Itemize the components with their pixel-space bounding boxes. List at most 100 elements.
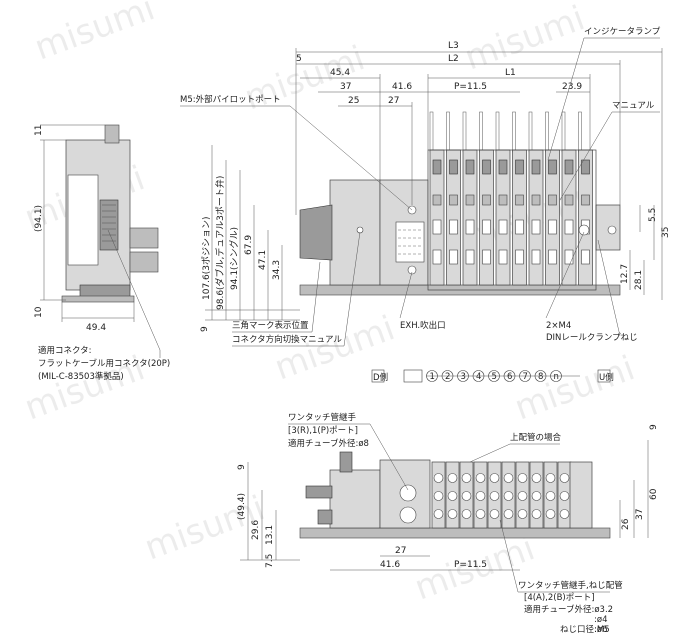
lamp-wire: [545, 111, 549, 153]
dim-45-4: 45.4: [330, 68, 350, 78]
fitting-c: [475, 509, 486, 519]
fitting-c: [461, 509, 472, 519]
station-number: 3: [461, 372, 466, 382]
bottom-station: [515, 461, 530, 529]
callout-bottom-thread: ねじ口径:M5: [560, 624, 610, 634]
dim-94-1-single: 94.1(シングル): [228, 227, 240, 290]
callout-mount-hole: 2×M4: [546, 321, 571, 331]
valve-port: [531, 249, 541, 265]
lamp-wire: [429, 111, 434, 153]
bottom-end-plate: [569, 461, 593, 529]
callout-manual: マニュアル: [612, 101, 655, 111]
connector-line1: フラットケーブル用コネクタ(20P): [38, 358, 170, 369]
dim-9: 9: [200, 326, 210, 332]
bottom-clamp: [317, 509, 333, 525]
bdim-13-1: 13.1: [265, 525, 275, 545]
indicator-lamp: [564, 159, 574, 175]
callout-triangle-mark: 三角マーク表示位置: [232, 320, 309, 331]
dim-35: 35: [661, 227, 671, 238]
fitting-c: [545, 509, 556, 519]
fitting-b: [559, 491, 570, 501]
callout-bottom-d4: :ø4: [594, 615, 607, 625]
bdim-29-6: 29.6: [251, 520, 261, 540]
front-view: [299, 111, 621, 296]
callout-din-clamp: DINレールクランプねじ: [546, 333, 638, 343]
dim-98-6: 98.6(ダブル,デュアル3ポート弁): [214, 176, 226, 310]
dim-5-5: 5.5: [648, 208, 658, 222]
watermark-text: misumi: [459, 0, 590, 78]
manual-override: [515, 194, 524, 206]
lamp-wire: [512, 111, 516, 153]
bdim-9: 9: [237, 464, 247, 470]
station-outline: [427, 149, 597, 291]
station-number: 6: [507, 372, 512, 382]
valve-port: [515, 219, 524, 235]
side-view: 11 (94.1) 10 49.4 適用コネクタ: フラットケーブル用コネクタ(…: [34, 125, 170, 382]
end-plate-right: [595, 204, 621, 251]
dim-27: 27: [388, 96, 399, 106]
d-side-box: [371, 369, 385, 383]
callout-one-touch-ports: [3(R),1(P)ポート]: [288, 426, 358, 436]
bdim-26: 26: [621, 518, 631, 530]
fitting-c: [489, 509, 500, 519]
dim-41-6: 41.6: [392, 82, 412, 92]
dim-23-9: 23.9: [562, 82, 582, 92]
valve-port: [548, 249, 557, 265]
bottom-valve-stations: [431, 461, 572, 529]
lamp-wire: [446, 111, 450, 153]
valve-port: [515, 249, 524, 265]
valve-port: [498, 219, 508, 235]
station-number: 1: [430, 372, 435, 382]
bottom-din-rail: [299, 527, 611, 539]
d-side-label: D側: [373, 372, 388, 383]
valve-station: [446, 111, 461, 286]
fitting-b: [489, 491, 500, 501]
bdim-49-4: (49.4): [237, 493, 247, 520]
watermark-text: misumi: [509, 348, 640, 428]
fitting-a: [531, 473, 542, 483]
fitting-b: [447, 491, 458, 501]
fitting-b: [503, 491, 514, 501]
exh-vent: [395, 221, 425, 263]
valve-port: [432, 219, 442, 235]
fitting-a: [433, 473, 444, 483]
fitting-c: [433, 509, 444, 519]
fitting-a: [545, 473, 556, 483]
front-callouts: インジケータランプ マニュアル M5:外部パイロットポート 三角マーク表示位置 …: [180, 27, 661, 347]
valve-port: [564, 249, 574, 265]
station-number: 8: [538, 372, 543, 382]
bottom-station: [557, 461, 572, 529]
side-base: [79, 284, 131, 298]
dim-11: 11: [34, 125, 44, 136]
connector-pins: [102, 204, 116, 242]
bdim-27: 27: [395, 546, 406, 556]
dim-10: 10: [34, 306, 44, 318]
bottom-connector-end: [305, 485, 333, 499]
dim-47-1: 47.1: [258, 250, 268, 270]
dim-49-4: 49.4: [86, 323, 106, 333]
indicator-lamp: [531, 159, 541, 175]
station-number: 7: [523, 372, 528, 382]
dim-28-1: 28.1: [634, 270, 644, 290]
callout-upper-piping: 上配管の場合: [510, 432, 562, 443]
connector-line2: (MIL-C-83503準拠品): [38, 371, 124, 382]
manual-override: [581, 194, 590, 206]
watermark-text: misumi: [239, 38, 370, 118]
dim-94-1: (94.1): [34, 205, 44, 232]
fitting-c: [503, 509, 514, 519]
valve-port: [531, 219, 541, 235]
callout-bottom-title: ワンタッチ管継手,ねじ配管: [518, 580, 623, 591]
bottom-connector-block: [329, 469, 381, 529]
side-din-rail: [61, 295, 135, 303]
dim-L1: L1: [505, 68, 516, 78]
manual-override: [482, 194, 491, 206]
indicator-lamp: [581, 159, 590, 175]
callout-bottom-ports: [4(A),2(B)ポート]: [524, 593, 595, 603]
valve-port: [581, 249, 590, 265]
dim-pitch: P=11.5: [454, 82, 487, 92]
valve-station: [462, 111, 478, 286]
